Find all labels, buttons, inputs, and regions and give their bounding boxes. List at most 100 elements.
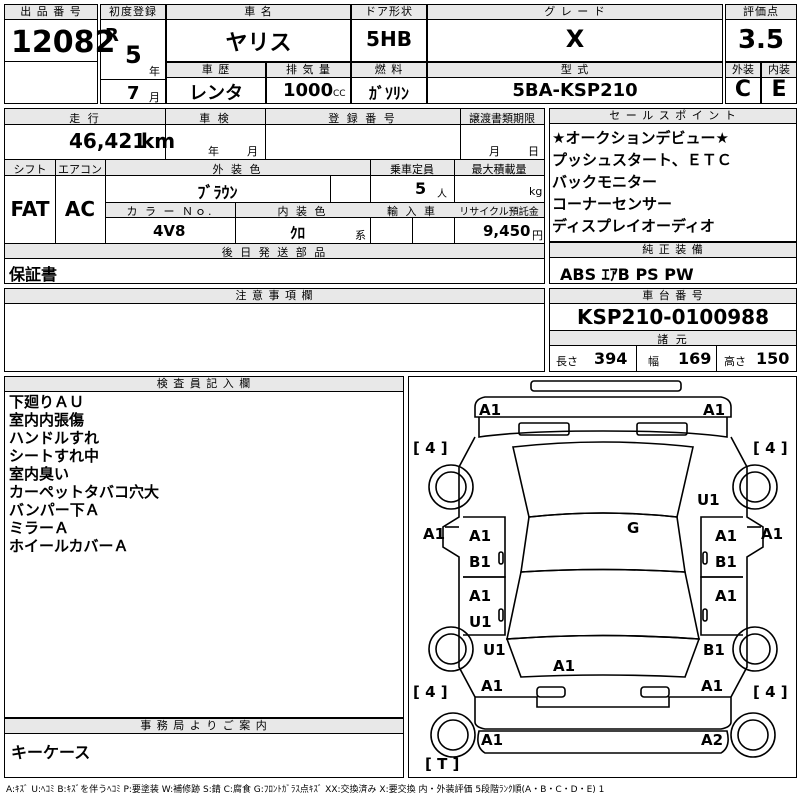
exterior-grade: C (734, 77, 752, 102)
interior-label: 内装 (762, 63, 796, 78)
registration-number-label: 登 録 番 号 (328, 112, 397, 125)
transfer-day-unit: 日 (528, 145, 539, 158)
chassis-label: 車 台 番 号 (550, 289, 796, 304)
exterior-label: 外装 (726, 63, 760, 78)
front-right-door-mark: A1 (715, 527, 738, 545)
color-label: 外 装 色 (212, 163, 263, 176)
equipment: ABS ｴｱB PS PW (560, 265, 694, 284)
mileage-label: 走 行 (69, 112, 101, 125)
sales-point-item: コーナーセンサー (552, 195, 673, 213)
later-parts: 保証書 (9, 265, 58, 284)
chassis-number: KSP210-0100988 (576, 305, 770, 329)
rear-right-fender-mark: B1 (703, 641, 725, 659)
inspector-line: シートすれ中 (9, 447, 100, 465)
door-box: ドア形状 5HB (351, 4, 427, 62)
exterior-color: ﾌﾞﾗｳﾝ (197, 183, 238, 202)
inspector-label: 検 査 員 記 入 欄 (5, 377, 403, 392)
inspection-label: 車 検 (199, 112, 231, 125)
inspector-line: ミラーＡ (9, 519, 70, 537)
color-number: 4V8 (153, 222, 186, 240)
damage-legend: A:ｷｽﾞ U:ﾍｺﾐ B:ｷｽﾞを伴うﾍｺﾐ P:要塗装 W:補修跡 S:錆 … (6, 785, 605, 795)
office-box: 事 務 局 よ り ご 案 内 キーケース (4, 718, 404, 778)
tire-front-right-mark: [ 4 ] (753, 439, 788, 457)
inspector-line: バンパー下Ａ (9, 501, 100, 519)
sales-points-label: セ ー ル ス ポ イ ン ト (550, 109, 796, 124)
history: レンタ (189, 83, 243, 104)
front-right-fender-mark: U1 (697, 491, 720, 509)
office-note: キーケース (11, 743, 91, 762)
spare-tire-mark: [ T ] (425, 755, 460, 773)
rear-bumper-left-mark: A1 (481, 731, 504, 749)
inspector-line: 下廻りＡＵ (9, 393, 85, 411)
first-registration-label: 初度登録 (101, 5, 165, 20)
front-right-door-mark-2: B1 (715, 553, 737, 571)
rear-right-corner-mark: A1 (701, 677, 724, 695)
length: 394 (594, 349, 628, 368)
rear-left-door-mark-2: U1 (469, 613, 492, 631)
left-mirror-mark: A1 (423, 525, 446, 543)
sales-points-box: セ ー ル ス ポ イ ン ト ★オークションデビュー★ プッシュスタート、ＥＴ… (549, 108, 797, 242)
equipment-box: 純 正 装 備 ABS ｴｱB PS PW (549, 242, 797, 284)
lot-number: 12082 (11, 25, 116, 60)
car-name: ヤリス (225, 31, 292, 56)
shift: FAT (10, 197, 50, 221)
sales-point-item: プッシュスタート、ＥＴＣ (552, 151, 732, 169)
interior-color: ｸﾛ (290, 224, 306, 242)
recycle-label: リサイクル預託金 (459, 207, 539, 218)
displacement: 1000 (283, 80, 334, 101)
shift-label: シフト (13, 163, 47, 176)
ac-label: エアコン (58, 163, 102, 176)
roof-mark: G (627, 519, 640, 537)
front-bumper-right-mark: A1 (703, 401, 726, 419)
rear-left-fender-mark: U1 (483, 641, 506, 659)
inspector-line: カーペットタバコ穴大 (9, 483, 160, 501)
front-bumper-left-mark: A1 (479, 401, 502, 419)
transfer-deadline-label: 譲渡書類期限 (469, 112, 535, 125)
inspection-month-unit: 月 (247, 145, 258, 158)
recycle-fee: 9,450 (483, 222, 531, 240)
year-unit: 年 (149, 65, 160, 78)
model-label: 型 式 (428, 63, 722, 78)
month-unit: 月 (149, 91, 160, 104)
capacity-unit: 人 (437, 189, 447, 200)
car-name-box: 車 名 ヤリス (166, 4, 351, 62)
car-diagram-box: [ 4 ] [ 4 ] [ 4 ] [ 4 ] [ T ] A1 A1 U1 G… (408, 376, 797, 778)
interior-color-unit: 系 (355, 229, 366, 242)
notes-box: 注 意 事 項 欄 (4, 288, 545, 372)
length-label: 長さ (556, 355, 578, 368)
rear-left-corner-mark: A1 (481, 677, 504, 695)
front-left-door-mark-2: B1 (469, 553, 491, 571)
exterior-box: 外装 C (725, 62, 761, 104)
inspector-line: 室内臭い (9, 465, 70, 483)
rear-left-door-mark: A1 (469, 587, 492, 605)
model-box: 型 式 5BA-KSP210 (427, 62, 723, 104)
tire-rear-right-mark: [ 4 ] (753, 683, 788, 701)
lot-number-box: 出 品 番 号 12082 (4, 4, 115, 104)
fuel-label: 燃 料 (352, 63, 426, 78)
tire-rear-left-mark: [ 4 ] (413, 683, 448, 701)
inspector-box: 検 査 員 記 入 欄 下廻りＡＵ 室内内張傷 ハンドルすれ シートすれ中 室内… (4, 376, 404, 718)
rear-right-door-mark: A1 (715, 587, 738, 605)
inspection-year-unit: 年 (208, 145, 219, 158)
registration-month: 7 (127, 83, 140, 104)
model: 5BA-KSP210 (512, 80, 638, 101)
sales-point-item: ディスプレイオーディオ (552, 217, 715, 235)
score-label: 評価点 (726, 5, 796, 20)
later-parts-label: 後 日 発 送 部 品 (221, 246, 328, 259)
score-box: 評価点 3.5 (725, 4, 797, 62)
equipment-label: 純 正 装 備 (550, 243, 796, 258)
grade-box: グ レ ー ド X (427, 4, 723, 62)
transfer-month-unit: 月 (489, 145, 500, 158)
score: 3.5 (737, 25, 785, 55)
front-left-door-mark: A1 (469, 527, 492, 545)
details-box: 走 行 車 検 登 録 番 号 譲渡書類期限 46,421 km 年 月 月 日… (4, 108, 545, 284)
width: 169 (678, 349, 712, 368)
height: 150 (756, 349, 790, 368)
height-label: 高さ (724, 355, 746, 368)
sales-point-item: ★オークションデビュー★ (552, 129, 729, 147)
door-type: 5HB (366, 27, 412, 51)
rear-bumper-right-mark: A2 (701, 731, 724, 749)
displacement-box: 排 気 量 1000 CC (266, 62, 351, 104)
sales-point-item: バックモニター (552, 173, 658, 191)
chassis-box: 車 台 番 号 KSP210-0100988 諸 元 長さ 394 幅 169 … (549, 288, 797, 372)
